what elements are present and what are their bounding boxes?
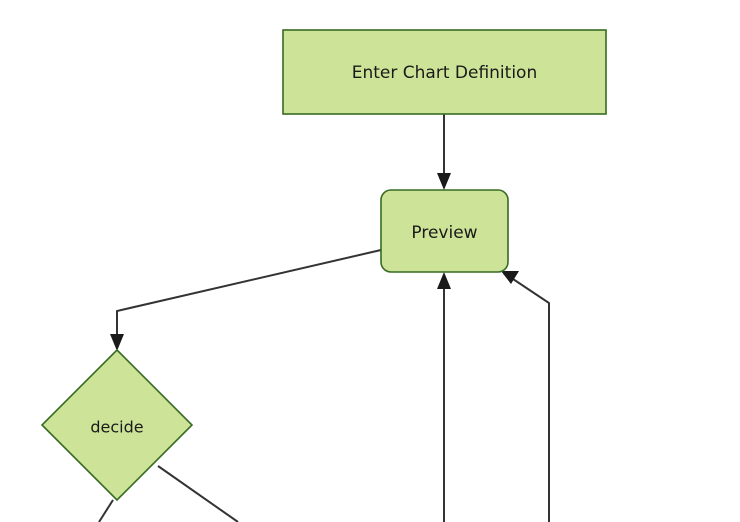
node-decide[interactable]: decide (40, 348, 194, 502)
edge-line (98, 499, 114, 522)
node-shape-diamond[interactable] (40, 348, 194, 502)
edge-line (157, 465, 239, 522)
arrowhead-upleft-icon (501, 271, 519, 284)
node-preview[interactable]: Preview (380, 189, 509, 273)
edge-line (116, 249, 382, 340)
edge-return-center-to-preview (437, 272, 451, 522)
edge-decide-bottom-right (157, 465, 239, 522)
edge-decide-bottom-left (98, 499, 114, 522)
node-enter-chart-definition[interactable]: Enter Chart Definition (282, 29, 607, 115)
node-shape-rectangle[interactable] (282, 29, 607, 115)
arrowhead-down-icon (437, 173, 451, 190)
edge-preview-to-decide (110, 249, 382, 351)
node-shape-rounded-rectangle[interactable] (380, 189, 509, 273)
edge-enter-to-preview (437, 114, 451, 190)
edge-return-right-to-preview (501, 271, 550, 522)
edge-line (509, 276, 550, 522)
arrowhead-down-icon (110, 334, 124, 351)
arrowhead-up-icon (437, 272, 451, 289)
